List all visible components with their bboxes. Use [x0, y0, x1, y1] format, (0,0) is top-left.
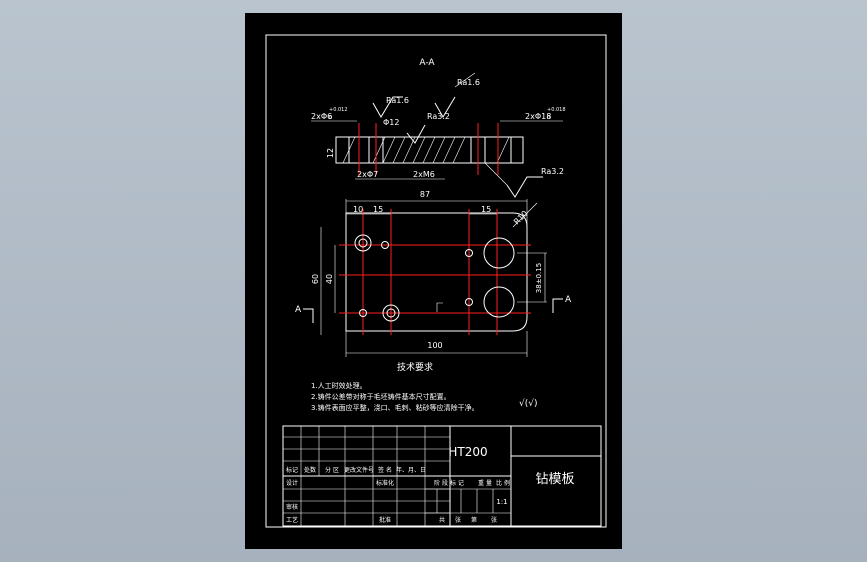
roughness-symbol-1: [372, 96, 403, 118]
roughness-symbol-2: [434, 96, 456, 118]
plan-centerlines: [339, 209, 531, 335]
note-roughness-symbol: √(√): [519, 398, 538, 409]
note-2: 2.铸件公差带对称于毛坯铸件基本尺寸配置。: [311, 392, 451, 401]
header-count: 处数: [304, 466, 316, 474]
height-outer-dim: 60: [311, 274, 320, 284]
dim-15-left: 15: [373, 205, 383, 214]
label-standardize: 标准化: [376, 479, 394, 487]
header-date: 年、月、日: [396, 466, 426, 474]
plan-holes: [354, 234, 515, 322]
left-hole-tol-upper: +0.012: [329, 107, 348, 113]
section-centerlines: [358, 123, 499, 175]
header-mark: 标记: [286, 466, 298, 474]
label-sheet-unit: 张: [491, 516, 497, 524]
roughness-1-label: Ra1.6: [386, 96, 409, 105]
scale-value: 1:1: [496, 498, 507, 506]
header-change-doc: 更改文件号: [344, 466, 374, 474]
roughness-symbol-3: [406, 124, 426, 144]
center-hole-dim: Φ12: [383, 118, 399, 127]
header-zone: 分 区: [325, 466, 339, 474]
drawing-canvas: A-A Ra1.6 Ra1.6 Ra3.2 Ra3.2: [265, 34, 607, 528]
section-holes: [348, 137, 512, 163]
section-mark-right: A: [565, 295, 572, 305]
right-hole-dim: 2xΦ18: [525, 112, 551, 121]
thickness-dim: 12: [326, 148, 335, 158]
section-hatching: [342, 136, 510, 164]
roughness-2-label: Ra1.6: [457, 78, 480, 87]
inner-frame: [265, 34, 607, 528]
plan-outline: [345, 212, 528, 332]
label-process: 工艺: [286, 516, 298, 524]
left-hole-dim: 2xΦ6: [311, 112, 332, 121]
label-approve: 批准: [379, 516, 391, 524]
right-hole-tol-upper: +0.018: [547, 107, 566, 113]
dim-15-right: 15: [481, 205, 491, 214]
left-hole-tol-lower: 0: [329, 115, 332, 121]
note-1: 1.人工时效处理。: [311, 381, 367, 390]
drawing-sheet: A-A Ra1.6 Ra1.6 Ra3.2 Ra3.2: [245, 13, 622, 549]
overall-width-dim: 100: [427, 341, 442, 350]
section-plate: [335, 136, 524, 164]
part-name-label: 钻模板: [535, 472, 574, 487]
roughness-3-label: Ra3.2: [427, 112, 450, 121]
label-sheet-no: 第: [471, 516, 477, 524]
label-sheets-unit: 张: [455, 516, 461, 524]
section-mark-left: A: [295, 305, 302, 315]
tech-requirements-title: 技术要求: [397, 361, 433, 373]
label-scale-header: 比 例: [496, 479, 510, 487]
bottom-mid-dim: 2xM6: [413, 170, 435, 179]
roughness-symbol-4: [506, 176, 543, 198]
pitch-dim: 38±0.15: [535, 263, 543, 293]
label-weight: 重 量: [478, 479, 492, 487]
height-inner-dim: 40: [325, 274, 334, 284]
note-3: 3.铸件表面应平整，浇口、毛刺、粘砂等应清除干净。: [311, 403, 479, 412]
roughness-4-label: Ra3.2: [541, 167, 564, 176]
label-review: 审核: [286, 503, 298, 511]
label-sheets-total: 共: [439, 516, 445, 524]
section-title: A-A: [419, 58, 435, 68]
header-signature: 签 名: [378, 466, 392, 474]
right-hole-tol-lower: 0: [547, 115, 550, 121]
dim-10: 10: [353, 205, 363, 214]
bottom-left-dim: 2xΦ7: [357, 170, 378, 179]
overall-top-dim: 87: [420, 190, 430, 199]
label-stage-mark: 阶 段 标 记: [434, 479, 464, 487]
material-label: HT200: [448, 445, 487, 459]
label-design: 设计: [286, 479, 298, 487]
title-block: [282, 425, 602, 527]
